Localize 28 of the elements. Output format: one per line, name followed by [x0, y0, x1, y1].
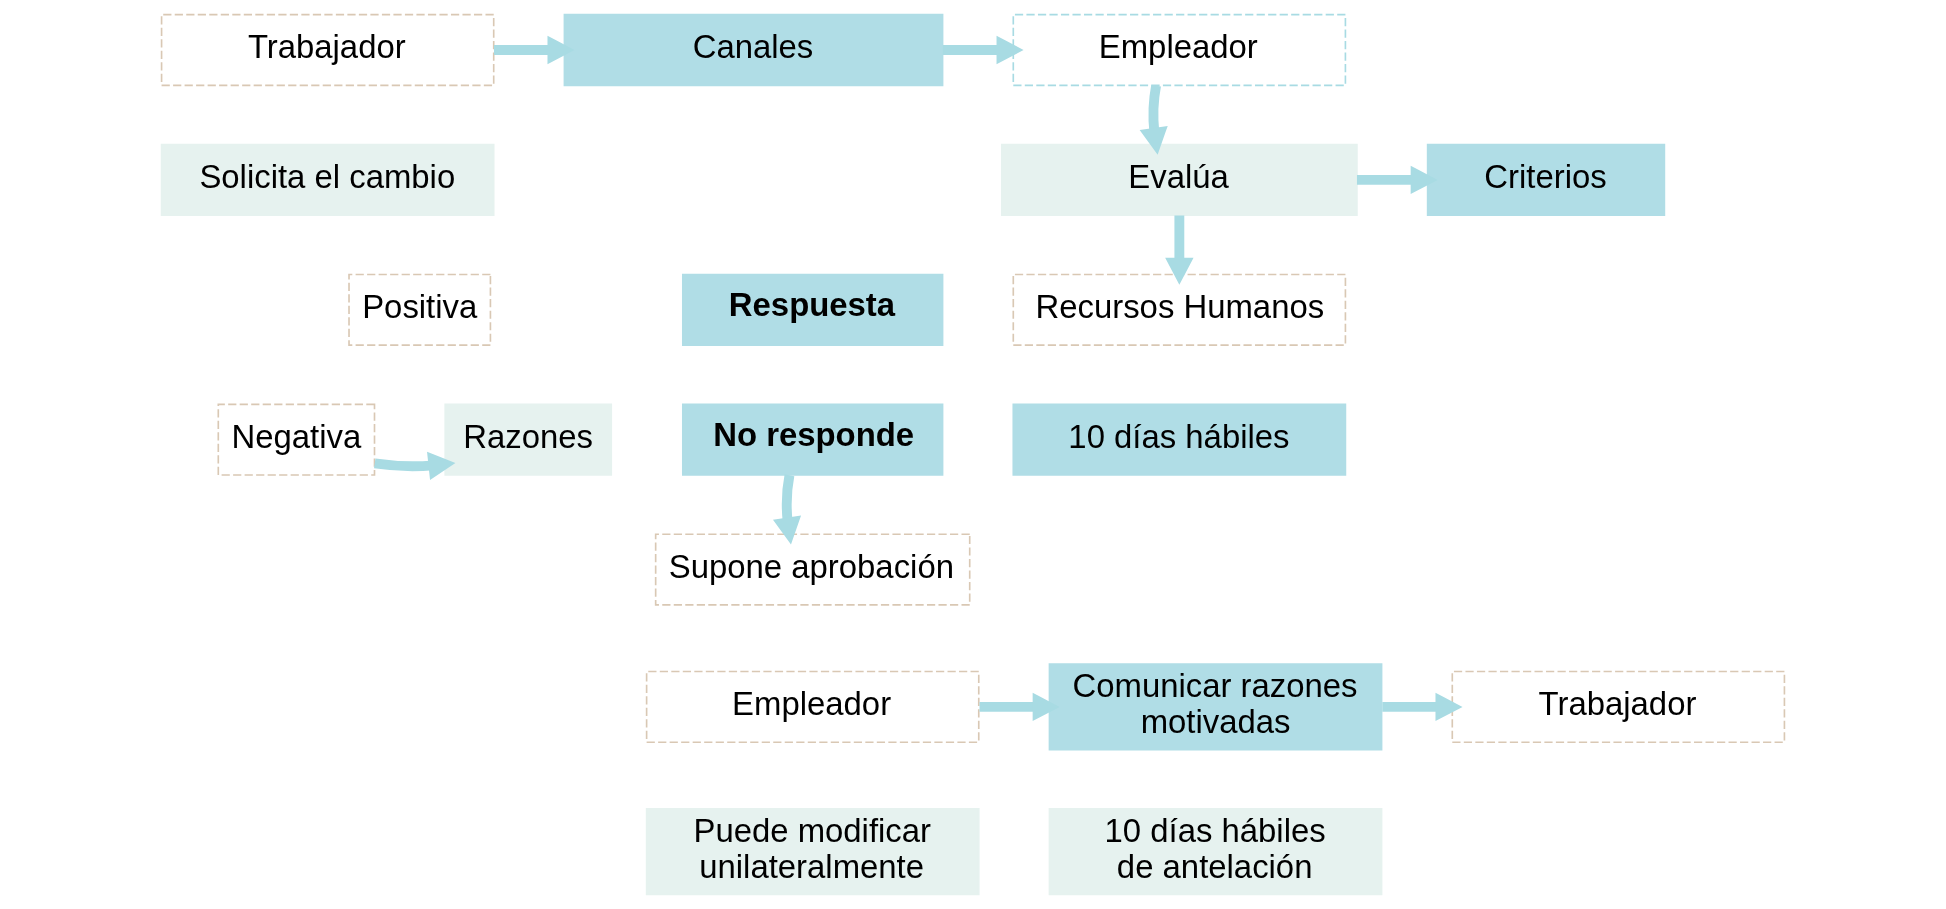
node-box: Empleador: [1012, 13, 1347, 87]
node-box: Empleador: [645, 670, 980, 744]
node-box: Supone aprobación: [654, 533, 971, 606]
arrow: [1356, 165, 1438, 195]
node-box: Razones: [444, 403, 613, 476]
node-box: Puede modificar unilateralmente: [645, 808, 980, 896]
arrow: [942, 35, 1024, 65]
node-box: Criterios: [1426, 143, 1666, 217]
arrow: [772, 474, 802, 545]
arrow: [1139, 84, 1168, 155]
node-box: Negativa: [217, 403, 376, 476]
arrow: [979, 692, 1060, 722]
node-box: Comunicar razones motivadas: [1048, 663, 1383, 751]
arrow: [1165, 215, 1194, 285]
node-box: Evalúa: [1000, 143, 1358, 217]
node-box: Recursos Humanos: [1012, 273, 1347, 346]
node-box: 10 días hábiles de antelación: [1048, 808, 1383, 896]
node-box: No responde: [681, 403, 944, 476]
node-box: Respuesta: [681, 273, 944, 346]
node-box: Solicita el cambio: [160, 143, 495, 217]
arrow: [494, 35, 575, 65]
node-box: 10 días hábiles: [1012, 403, 1347, 476]
node-box: Canales: [563, 13, 944, 87]
arrow: [1382, 692, 1463, 722]
node-box: Trabajador: [1451, 670, 1786, 744]
arrow: [374, 451, 456, 480]
node-box: Trabajador: [160, 13, 495, 87]
node-box: Positiva: [348, 273, 492, 346]
